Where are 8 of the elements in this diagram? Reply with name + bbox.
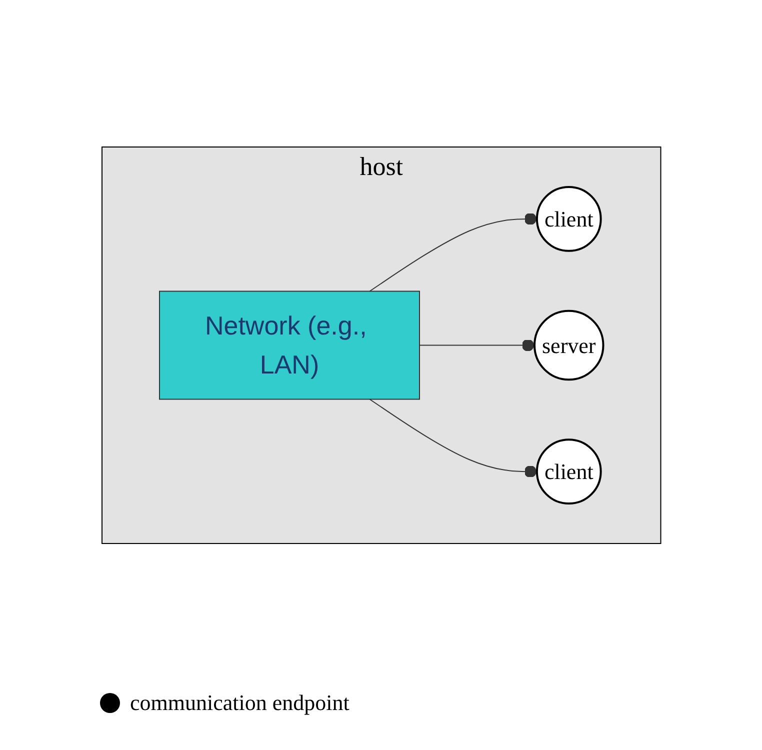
node-box: Network (e.g., LAN) <box>158 290 420 400</box>
connector <box>368 212 538 292</box>
node-circle: server <box>533 310 604 380</box>
node-circle: client <box>536 186 602 252</box>
node-circle: client <box>536 438 602 504</box>
connector <box>368 398 538 478</box>
legend-label: communication endpoint <box>130 690 350 716</box>
connector <box>418 338 535 352</box>
